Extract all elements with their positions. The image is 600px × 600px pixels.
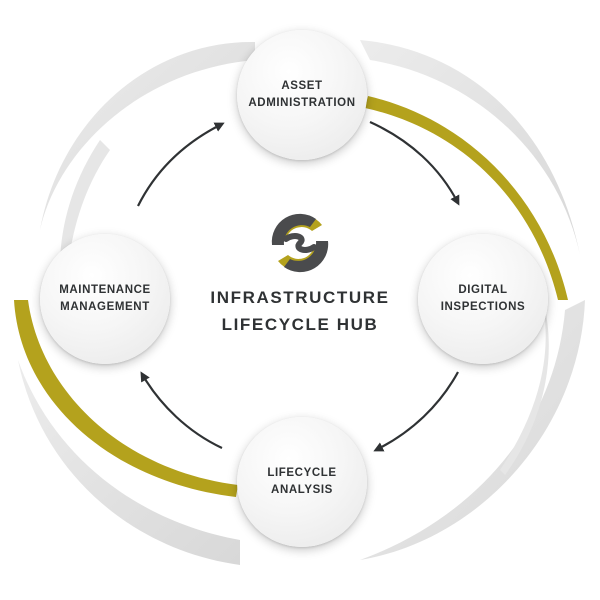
stage-label: ASSET ADMINISTRATION bbox=[248, 78, 355, 112]
outer-ring-top-left bbox=[40, 41, 255, 230]
arrow-asset-to-digital bbox=[369, 120, 460, 206]
stage-node-asset-administration: ASSET ADMINISTRATION bbox=[237, 30, 367, 160]
stage-label-line2: ADMINISTRATION bbox=[248, 97, 356, 109]
stage-label-line1: ASSET bbox=[281, 80, 323, 92]
hub-title-line2: LIFECYCLE HUB bbox=[221, 315, 379, 334]
stage-label: DIGITAL INSPECTIONS bbox=[441, 282, 526, 316]
stage-node-lifecycle-analysis: LIFECYCLE ANALYSIS bbox=[237, 417, 367, 547]
outer-ring-top-right bbox=[360, 40, 580, 255]
stage-label: LIFECYCLE ANALYSIS bbox=[267, 465, 336, 499]
stage-label-line1: DIGITAL bbox=[458, 284, 508, 296]
hub-title-line1: INFRASTRUCTURE bbox=[210, 288, 390, 307]
gold-accent-arc-left bbox=[14, 300, 238, 497]
stage-label: MAINTENANCE MANAGEMENT bbox=[59, 282, 151, 316]
outer-ring-bottom-left bbox=[18, 360, 240, 565]
stage-label-line2: ANALYSIS bbox=[271, 484, 333, 496]
hub-logo-icon bbox=[271, 213, 329, 273]
stage-node-digital-inspections: DIGITAL INSPECTIONS bbox=[418, 234, 548, 364]
arrow-maintenance-to-asset bbox=[137, 122, 225, 207]
stage-label-line2: MANAGEMENT bbox=[60, 301, 150, 313]
outer-ring-bottom-right bbox=[360, 300, 585, 560]
arrow-digital-to-analysis bbox=[373, 371, 459, 452]
stage-node-maintenance-management: MAINTENANCE MANAGEMENT bbox=[40, 234, 170, 364]
stage-label-line1: LIFECYCLE bbox=[267, 467, 337, 479]
arrow-analysis-to-maintenance bbox=[140, 371, 223, 449]
stage-label-line1: MAINTENANCE bbox=[59, 284, 151, 296]
stage-label-line2: INSPECTIONS bbox=[440, 301, 526, 313]
